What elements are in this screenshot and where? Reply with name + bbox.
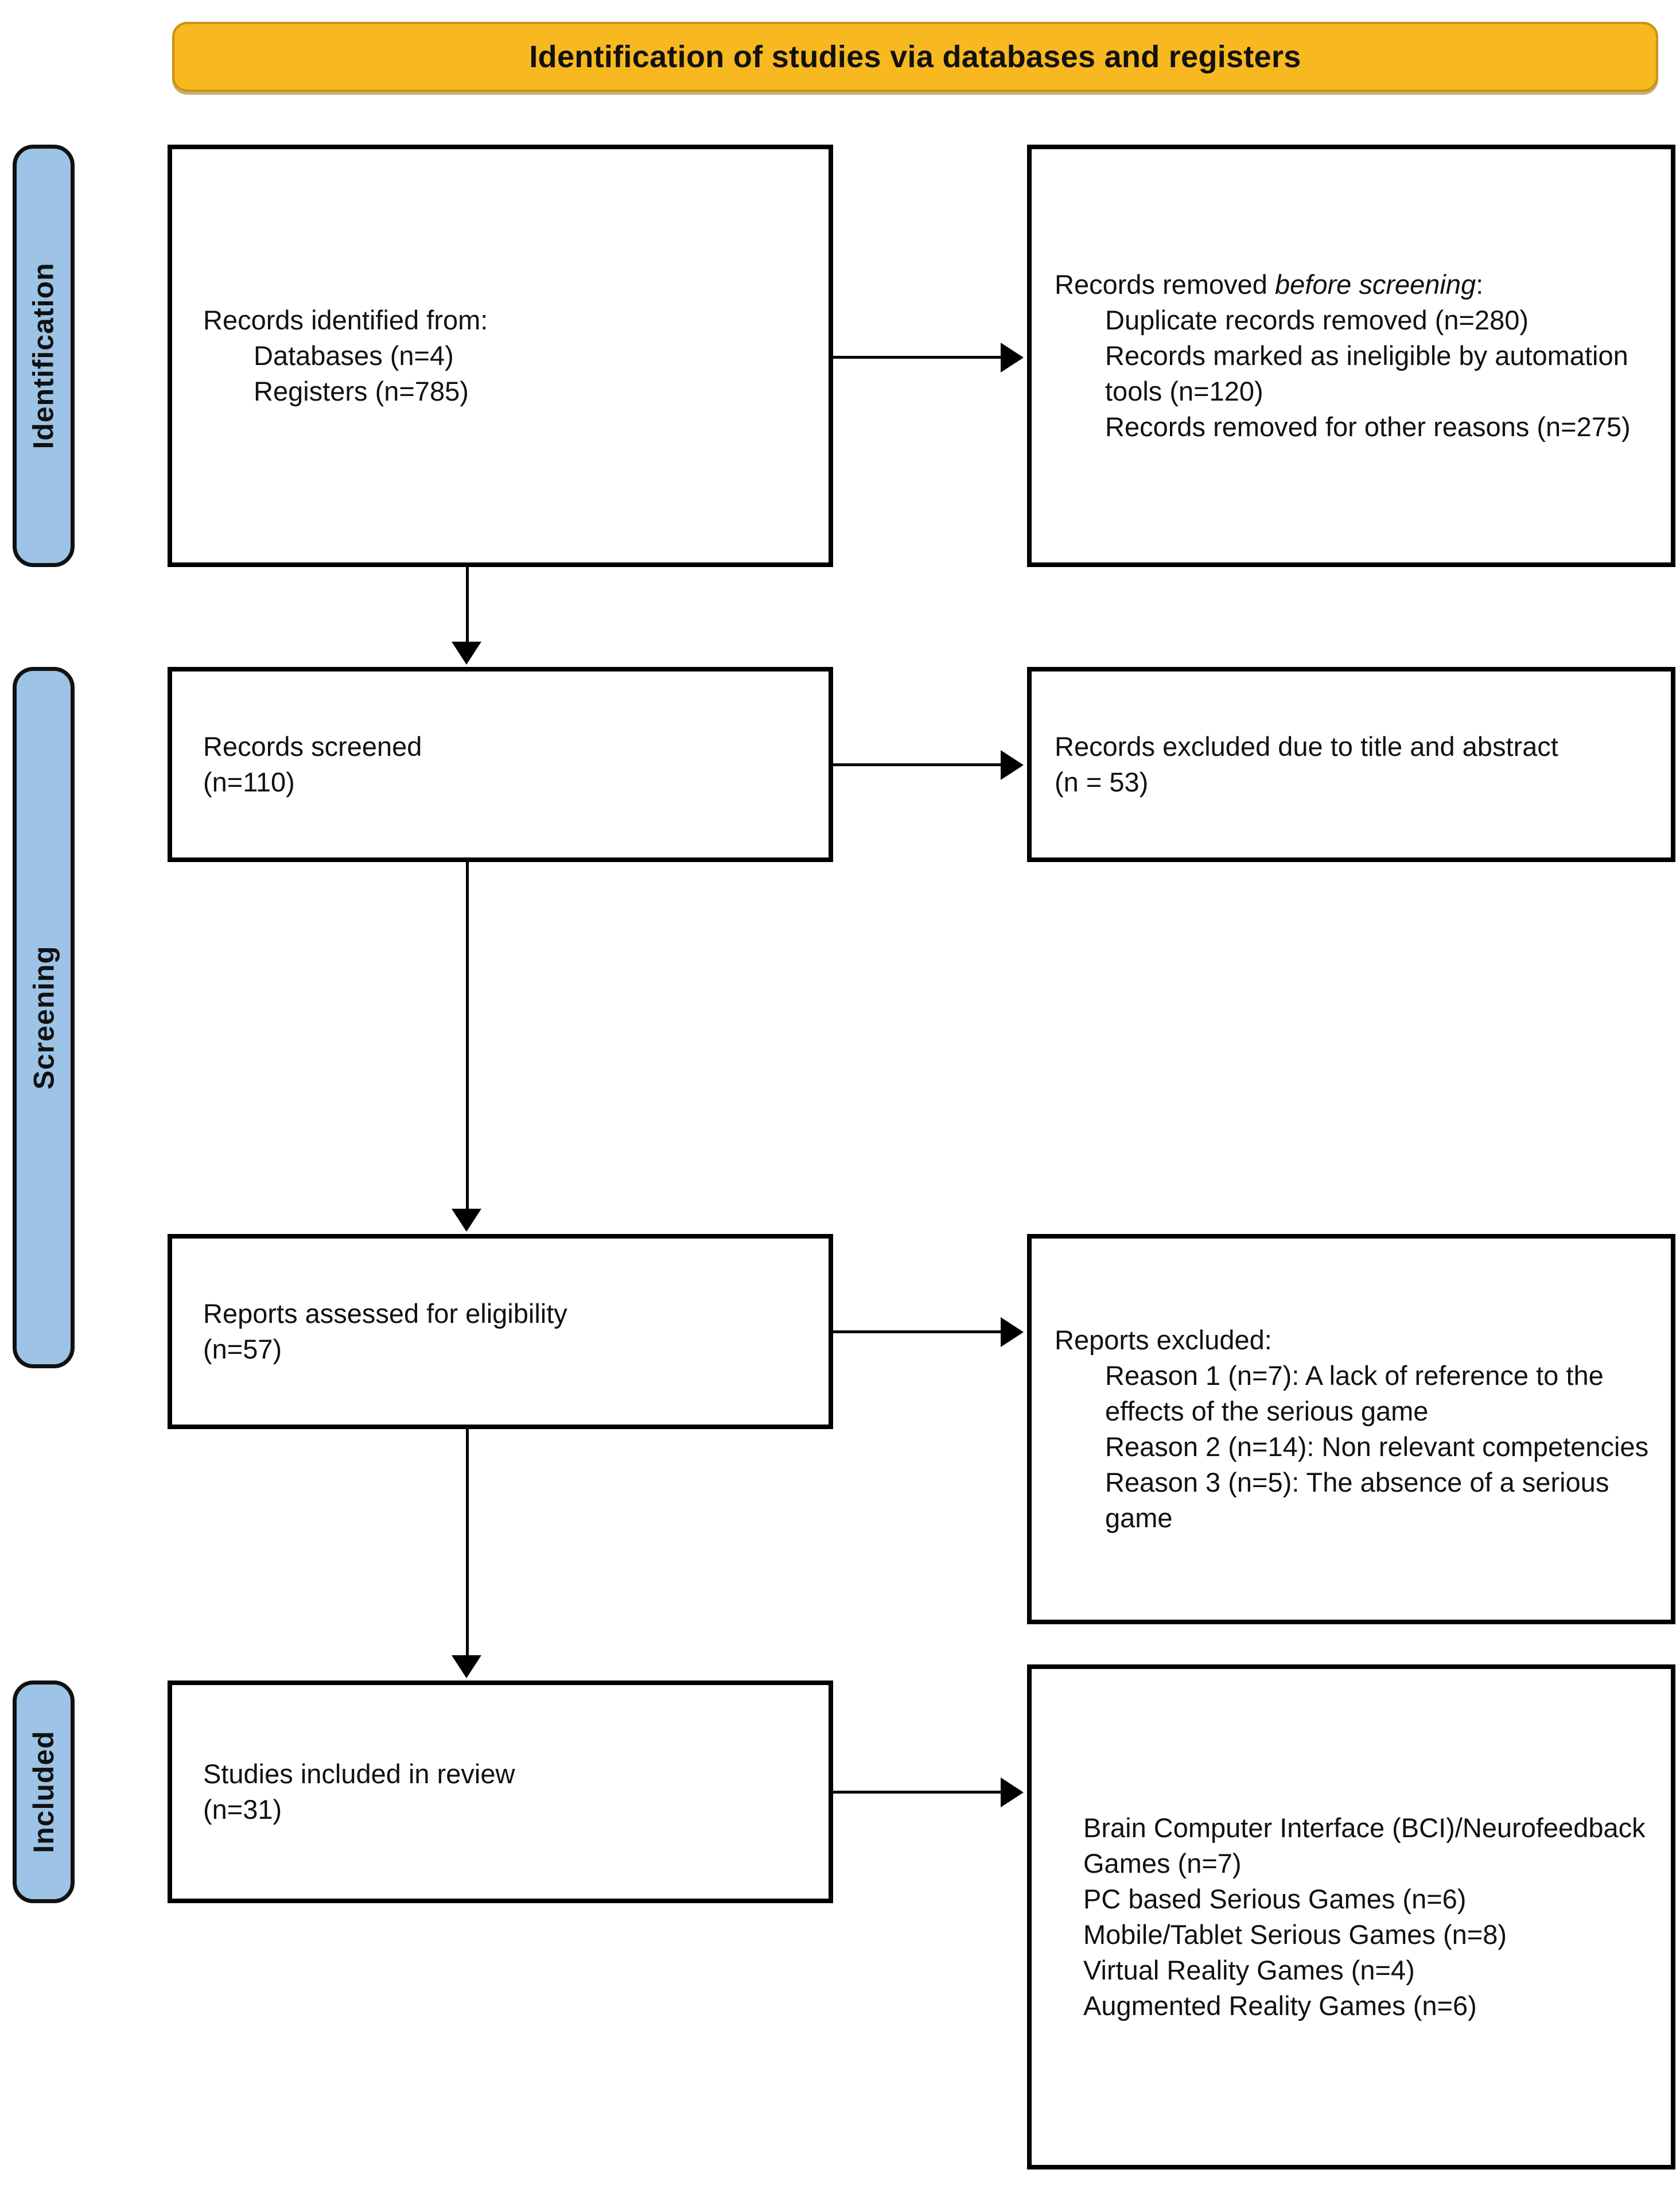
records-identified-item-registers: Registers (n=785) [254,376,469,407]
records-removed-heading: Records removed before screening: [1055,267,1656,302]
arrow-right-icon-identified-to-removed [1001,343,1024,372]
stage-label-screening-text: Screening [28,945,60,1090]
banner-title: Identification of studies via databases … [529,40,1301,74]
connector-screened-to-excluded-line [833,763,1005,766]
stage-label-identification-text: Identification [28,262,60,449]
records-excluded-ta-count: (n = 53) [1055,767,1149,797]
stage-label-screening: Screening [13,667,75,1368]
connector-screened-to-assessed-line [466,862,469,1210]
box-records-excluded-title-abstract: Records excluded due to title and abstra… [1027,667,1675,862]
studies-included-heading: Studies included in review [203,1758,515,1789]
records-removed-heading-post: : [1476,269,1484,300]
game-type-pc: PC based Serious Games (n=6) [1083,1883,1467,1914]
records-identified-heading: Records identified from: [203,304,488,335]
records-screened-heading: Records screened [203,731,422,762]
box-records-screened: Records screened (n=110) [168,667,833,862]
connector-identified-to-removed-line [833,356,1005,359]
box-reports-excluded: Reports excluded: Reason 1 (n=7): A lack… [1027,1234,1675,1624]
reports-excluded-reason-2: Reason 2 (n=14): Non relevant competenci… [1105,1431,1649,1462]
arrow-down-icon-identified-to-screened [452,642,481,665]
connector-included-to-game-types-line [833,1791,1005,1794]
game-type-mobile: Mobile/Tablet Serious Games (n=8) [1083,1919,1507,1950]
arrow-down-icon-assessed-to-included [452,1655,481,1678]
diagram-header-banner: Identification of studies via databases … [172,22,1658,92]
records-removed-item-ineligible: Records marked as ineligible by automati… [1105,340,1636,407]
box-game-type-breakdown: Brain Computer Interface (BCI)/Neurofeed… [1027,1664,1675,2169]
records-removed-heading-italic: before screening [1275,269,1476,300]
stage-label-identification: Identification [13,145,75,567]
game-type-bci: Brain Computer Interface (BCI)/Neurofeed… [1083,1812,1653,1878]
reports-excluded-reason-1: Reason 1 (n=7): A lack of reference to t… [1105,1360,1611,1426]
records-identified-item-databases: Databases (n=4) [254,340,454,371]
box-records-identified: Records identified from: Databases (n=4)… [168,145,833,567]
connector-identified-to-screened-line [466,567,469,643]
stage-label-included: Included [13,1680,75,1903]
box-records-removed-before-screening: Records removed before screening: Duplic… [1027,145,1675,567]
arrow-right-icon-included-to-game-types [1001,1777,1024,1807]
records-removed-heading-pre: Records removed [1055,269,1275,300]
reports-excluded-reason-3: Reason 3 (n=5): The absence of a serious… [1105,1467,1617,1534]
stage-label-included-text: Included [28,1730,60,1853]
reports-excluded-heading: Reports excluded: [1055,1324,1272,1355]
connector-assessed-to-included-line [466,1429,469,1656]
box-reports-assessed-eligibility: Reports assessed for eligibility (n=57) [168,1234,833,1429]
records-screened-count: (n=110) [203,767,295,797]
arrow-down-icon-screened-to-assessed [452,1209,481,1232]
arrow-right-icon-assessed-to-reports-excluded [1001,1317,1024,1347]
arrow-right-icon-screened-to-excluded [1001,750,1024,780]
reports-assessed-count: (n=57) [203,1334,282,1364]
records-removed-item-other: Records removed for other reasons (n=275… [1105,412,1631,443]
records-excluded-ta-heading: Records excluded due to title and abstra… [1055,731,1558,762]
connector-assessed-to-reports-excluded-line [833,1330,1005,1333]
game-type-ar: Augmented Reality Games (n=6) [1083,1990,1477,2021]
studies-included-count: (n=31) [203,1794,282,1825]
box-studies-included-in-review: Studies included in review (n=31) [168,1680,833,1903]
records-removed-item-duplicates: Duplicate records removed (n=280) [1105,304,1529,335]
game-type-vr: Virtual Reality Games (n=4) [1083,1955,1415,1986]
reports-assessed-heading: Reports assessed for eligibility [203,1298,567,1329]
